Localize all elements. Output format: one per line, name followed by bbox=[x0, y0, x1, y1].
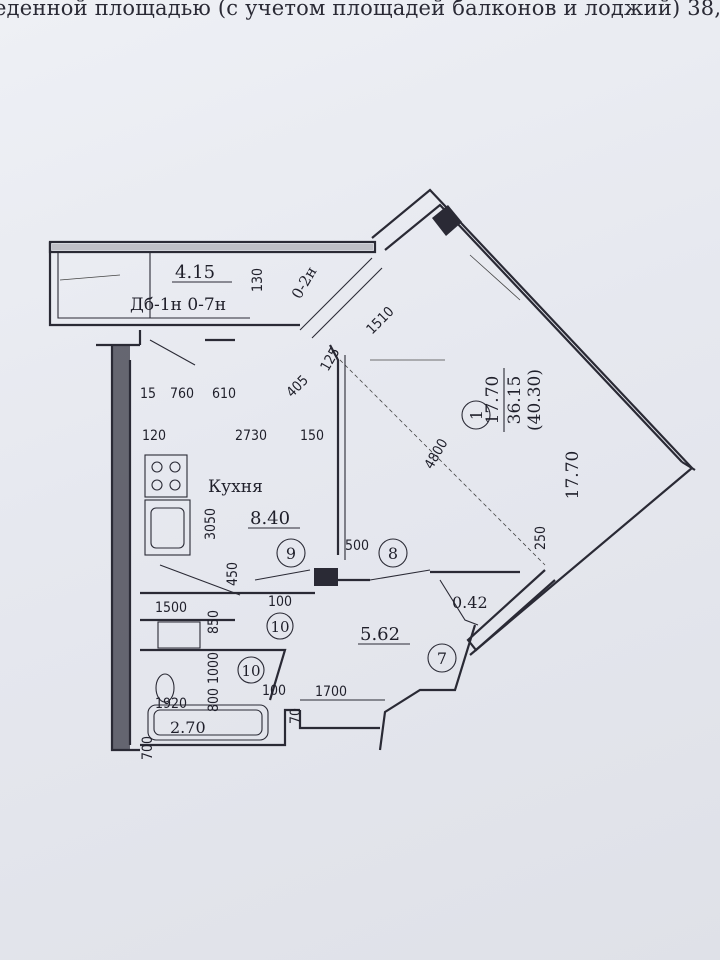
kitchen-area: 8.40 bbox=[250, 508, 290, 529]
hall-right-wall bbox=[378, 624, 477, 751]
left-exterior-wall bbox=[112, 345, 130, 750]
room-corner-tick bbox=[681, 461, 696, 471]
stove bbox=[144, 454, 188, 498]
dim-125: 125 bbox=[318, 345, 344, 374]
dim-4800: 4800 bbox=[422, 436, 452, 472]
room-inner-wall bbox=[384, 203, 683, 463]
balcony bbox=[48, 240, 377, 327]
dim-1700: 1700 bbox=[315, 684, 347, 700]
markers: 1 7 8 9 10 10 bbox=[237, 400, 491, 684]
dim-1510: 1510 bbox=[364, 304, 398, 338]
stove-burner-1 bbox=[151, 461, 163, 473]
dim-2730: 2730 bbox=[235, 428, 267, 444]
room-total-area-with-balcony: (40.30) bbox=[525, 369, 545, 431]
balcony-outline bbox=[48, 242, 300, 327]
window-line bbox=[149, 339, 196, 366]
closet-area: 0.42 bbox=[452, 593, 488, 612]
bathtub-inner bbox=[153, 709, 263, 736]
balcony-code-2: 0-2н bbox=[288, 263, 321, 302]
room-dim-line bbox=[469, 254, 521, 301]
closet-door bbox=[439, 579, 479, 626]
balcony-code: Дб-1н 0-7н bbox=[130, 295, 226, 315]
header-text: еденной площадью (с учетом площадей балк… bbox=[0, 0, 720, 20]
balcony-inner-line bbox=[57, 252, 250, 319]
kitchen-door-leaf bbox=[254, 569, 311, 581]
dim-130: 130 bbox=[250, 268, 266, 292]
marker-hall: 8 bbox=[388, 544, 398, 563]
dim-760: 760 bbox=[170, 386, 194, 402]
dim-1920: 1920 bbox=[155, 696, 187, 712]
dim-405: 405 bbox=[284, 373, 312, 401]
dim-100a: 100 bbox=[268, 594, 292, 610]
bath-bottom-wall bbox=[140, 708, 300, 747]
marker-bath-circle bbox=[237, 656, 265, 684]
marker-bath: 10 bbox=[241, 662, 260, 680]
room-column bbox=[432, 205, 462, 236]
dim-150: 150 bbox=[300, 428, 324, 444]
bath-area: 2.70 bbox=[170, 718, 206, 737]
sink-bowl bbox=[150, 507, 185, 549]
dim-15: 15 bbox=[140, 386, 156, 402]
dim-70: 70 bbox=[288, 708, 304, 724]
left-wall-outline bbox=[110, 345, 140, 752]
entry-wall bbox=[298, 710, 380, 730]
dim-700: 700 bbox=[140, 736, 156, 760]
hall-area: 5.62 bbox=[360, 624, 400, 645]
dim-3050: 3050 bbox=[203, 508, 219, 540]
kitchen-right-wall bbox=[329, 344, 340, 555]
stove-burner-2 bbox=[169, 461, 181, 473]
stove-burner-4 bbox=[169, 479, 181, 491]
dim-500: 500 bbox=[345, 538, 369, 554]
marker-room-circle bbox=[461, 400, 491, 430]
dim-850: 850 bbox=[206, 610, 222, 634]
area-labels: 4.15 Дб-1н 0-7н 0-2н Кухня 8.40 17.70 36… bbox=[130, 262, 583, 737]
room-main bbox=[299, 188, 696, 656]
column-mid bbox=[314, 568, 338, 586]
kitchen-label: Кухня bbox=[208, 477, 263, 497]
room-diagonal-dim bbox=[334, 354, 546, 566]
room-area-1: 17.70 bbox=[483, 376, 503, 425]
balcony-top-hatch bbox=[52, 244, 373, 250]
dim-1500: 1500 bbox=[155, 600, 187, 616]
marker-closet-circle bbox=[427, 643, 457, 673]
washbasin bbox=[157, 621, 201, 649]
bathtub bbox=[147, 704, 269, 741]
dim-100b: 100 bbox=[262, 683, 286, 699]
balcony-door-line-1 bbox=[299, 257, 373, 331]
room-total-area: 36.15 bbox=[505, 376, 525, 425]
marker-kitchen-door-circle bbox=[276, 538, 306, 568]
marker-closet: 7 bbox=[437, 649, 447, 668]
balcony-door-line-2 bbox=[311, 267, 383, 339]
sink bbox=[144, 499, 191, 556]
room-lower-wall bbox=[466, 569, 556, 652]
marker-hall-circle bbox=[378, 538, 408, 568]
dim-250: 250 bbox=[533, 526, 549, 550]
marker-wc: 10 bbox=[270, 618, 289, 636]
apartment-walls bbox=[96, 330, 520, 752]
marker-wc-circle bbox=[266, 612, 294, 640]
door-swing-hall bbox=[369, 569, 431, 581]
dim-1000: 1000 bbox=[206, 652, 222, 684]
marker-room: 1 bbox=[467, 410, 486, 420]
dim-610: 610 bbox=[212, 386, 236, 402]
marker-kitchen-door: 9 bbox=[286, 544, 296, 563]
room-area-side: 17.70 bbox=[563, 451, 583, 500]
toilet bbox=[155, 673, 175, 703]
balcony-area: 4.15 bbox=[175, 262, 215, 283]
room-outer-wall bbox=[371, 188, 694, 656]
dim-450: 450 bbox=[225, 562, 241, 586]
stove-burner-3 bbox=[151, 479, 163, 491]
bath-top-wall bbox=[140, 648, 287, 701]
dim-800: 800 bbox=[206, 688, 222, 712]
balcony-leader bbox=[59, 274, 121, 281]
dim-120: 120 bbox=[142, 428, 166, 444]
kitchen-door-swing bbox=[159, 564, 241, 596]
fixtures bbox=[144, 454, 269, 741]
